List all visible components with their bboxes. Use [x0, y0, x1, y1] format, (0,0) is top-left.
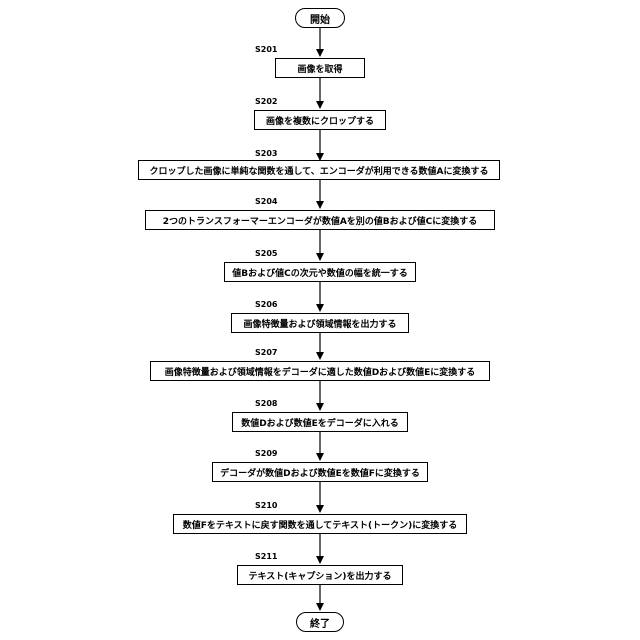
step-box-s206: 画像特徴量および領域情報を出力する [231, 313, 409, 333]
step-box-s204: 2つのトランスフォーマーエンコーダが数値Aを別の値Bおよび値Cに変換する [145, 210, 495, 230]
step-box-s208: 数値Dおよび数値Eをデコーダに入れる [232, 412, 408, 432]
step-label-s202: S202 [255, 97, 277, 107]
step-label-s209: S209 [255, 449, 277, 459]
step-label-s201: S201 [255, 45, 277, 55]
step-label-s210: S210 [255, 501, 277, 511]
step-box-s211: テキスト(キャプション)を出力する [237, 565, 403, 585]
step-box-s201: 画像を取得 [275, 58, 365, 78]
step-box-s210: 数値Fをテキストに戻す関数を通してテキスト(トークン)に変換する [173, 514, 467, 534]
start-terminal: 開始 [295, 8, 345, 28]
step-label-s207: S207 [255, 348, 277, 358]
step-label-s203: S203 [255, 149, 277, 159]
step-label-s206: S206 [255, 300, 277, 310]
step-box-s202: 画像を複数にクロップする [254, 110, 386, 130]
step-label-s211: S211 [255, 552, 277, 562]
end-terminal: 終了 [296, 612, 344, 632]
step-box-s209: デコーダが数値Dおよび数値Eを数値Fに変換する [212, 462, 428, 482]
step-label-s204: S204 [255, 197, 277, 207]
step-box-s207: 画像特徴量および領域情報をデコーダに適した数値Dおよび数値Eに変換する [150, 361, 490, 381]
step-label-s208: S208 [255, 399, 277, 409]
step-box-s205: 値Bおよび値Cの次元や数値の幅を統一する [224, 262, 416, 282]
step-box-s203: クロップした画像に単純な関数を通して、エンコーダが利用できる数値Aに変換する [138, 160, 500, 180]
step-label-s205: S205 [255, 249, 277, 259]
